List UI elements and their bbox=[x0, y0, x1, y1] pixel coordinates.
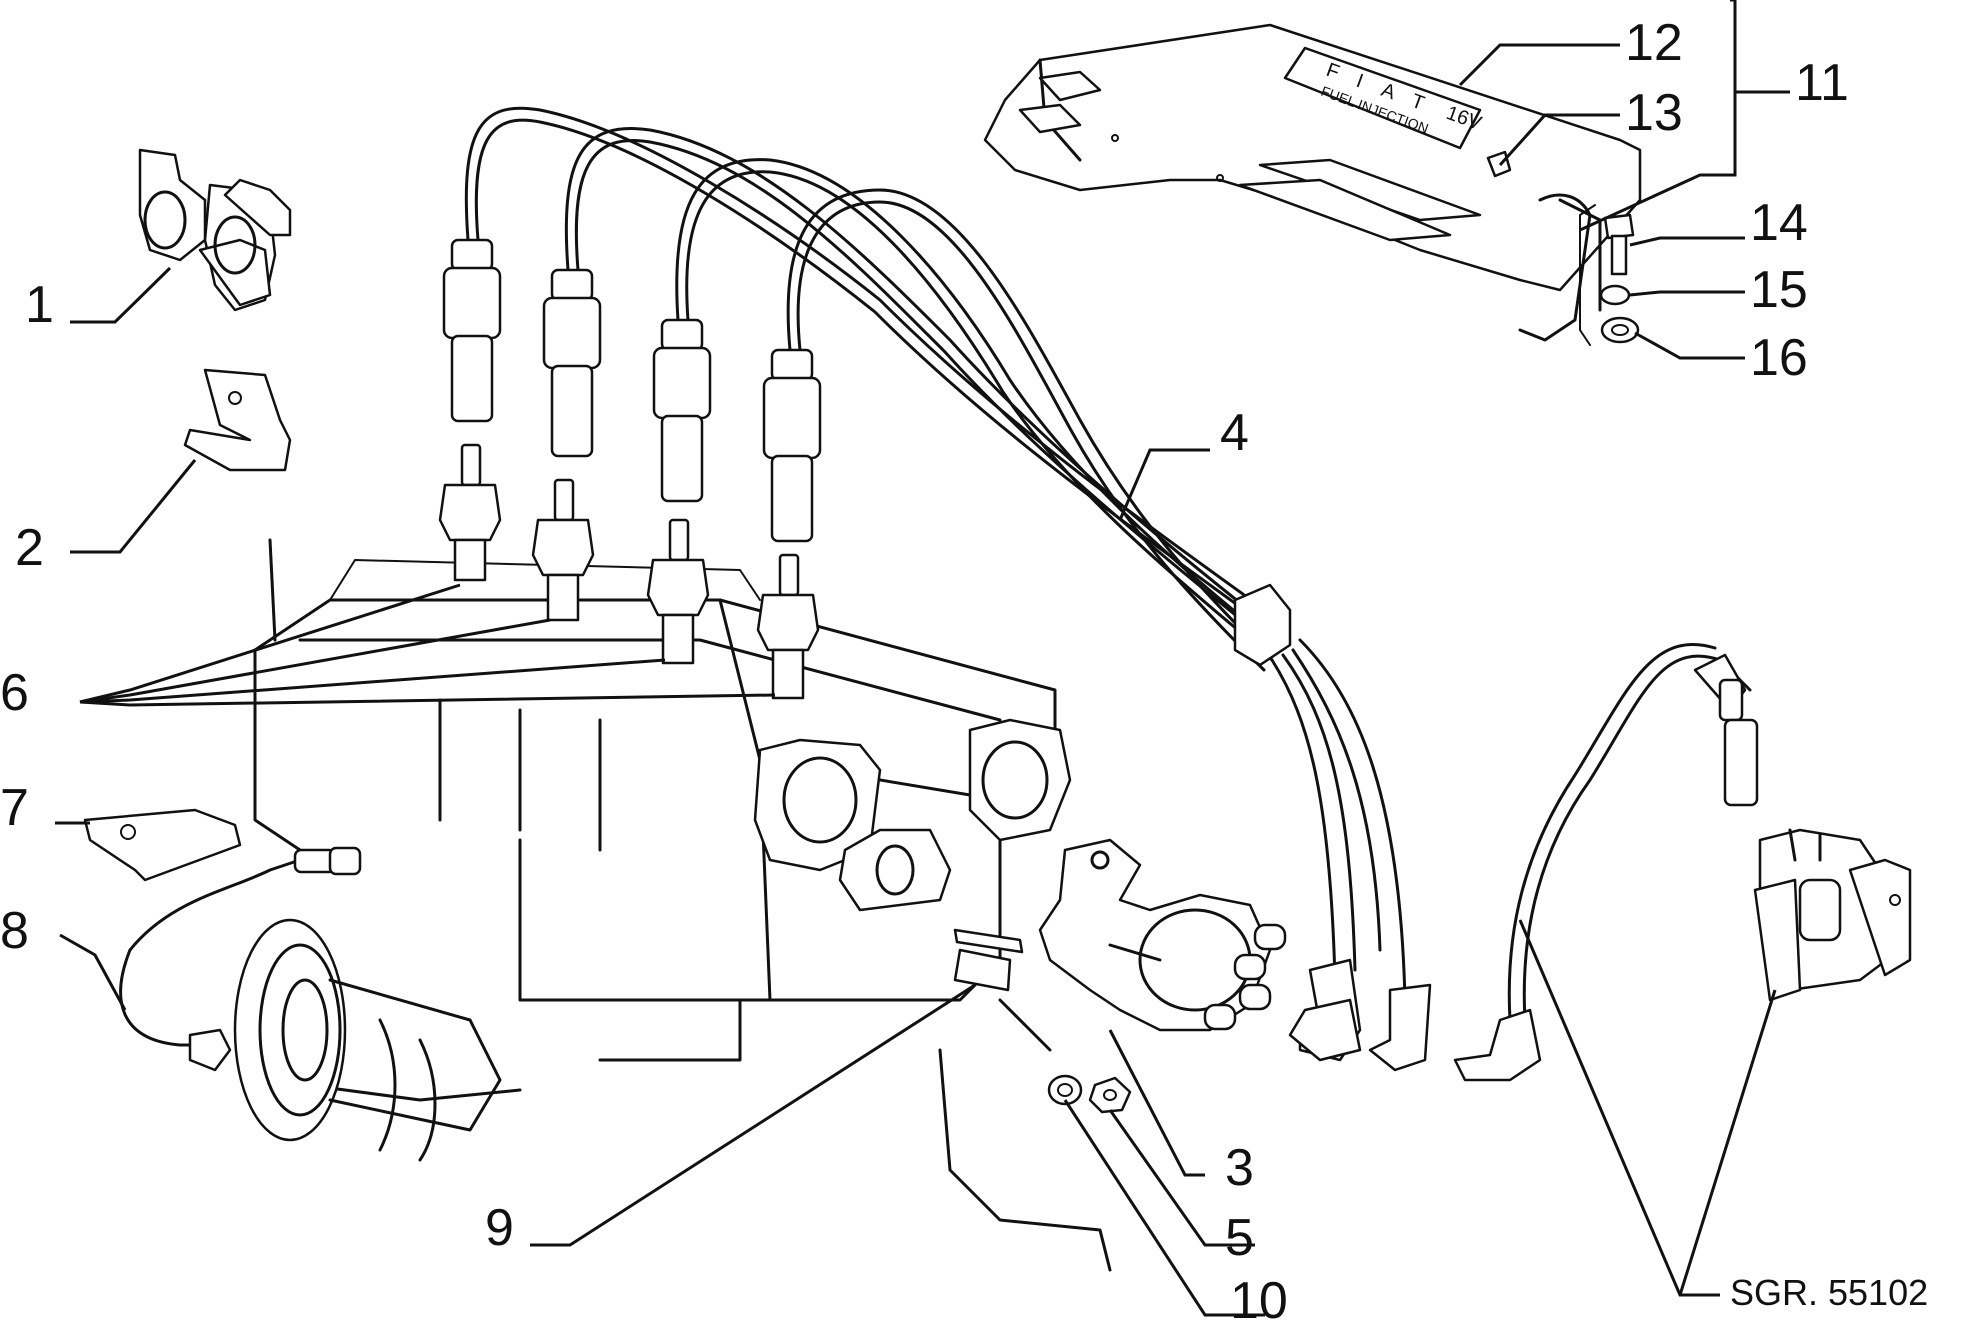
spark-plug-4 bbox=[756, 553, 820, 700]
ignition-coil bbox=[1753, 828, 1912, 1002]
part-15-washer bbox=[1599, 284, 1631, 306]
part-1-cable-clip bbox=[138, 148, 292, 312]
spark-plug-1 bbox=[438, 443, 502, 582]
part-14-bolt bbox=[1603, 213, 1635, 276]
part-9-stud bbox=[953, 928, 1024, 992]
callout-8: 8 bbox=[0, 902, 29, 960]
plug-cap-4 bbox=[762, 348, 822, 543]
callout-4: 4 bbox=[1220, 404, 1249, 462]
spark-plug-2 bbox=[531, 478, 595, 622]
part-2-bracket bbox=[183, 368, 292, 472]
callout-11: 11 bbox=[1795, 54, 1849, 112]
reference-code: SGR. 55102 bbox=[1730, 1272, 1928, 1313]
callout-3: 3 bbox=[1225, 1139, 1254, 1197]
part-5-nut bbox=[1088, 1076, 1132, 1114]
part-16-washer bbox=[1600, 316, 1640, 344]
engine-block bbox=[233, 538, 1112, 1272]
ht-lead bbox=[1453, 642, 1759, 1082]
callout-14: 14 bbox=[1750, 194, 1808, 252]
callout-2: 2 bbox=[15, 519, 44, 577]
part-3-distributor bbox=[1038, 838, 1287, 1032]
part-11-cover bbox=[983, 23, 1642, 342]
part-6-spark-plugs bbox=[438, 443, 820, 700]
callout-9: 9 bbox=[485, 1199, 514, 1257]
plug-cap-3 bbox=[652, 318, 712, 503]
callout-10: 10 bbox=[1230, 1272, 1288, 1322]
callout-12: 12 bbox=[1625, 14, 1683, 72]
plug-cap-1 bbox=[442, 238, 502, 423]
leader-lines bbox=[55, 0, 1790, 1317]
callout-5: 5 bbox=[1225, 1209, 1254, 1267]
callout-15: 15 bbox=[1750, 261, 1808, 319]
callout-numbers: 1 2 3 4 5 6 7 8 9 10 11 12 13 14 15 16 S… bbox=[0, 14, 1928, 1322]
part-8-sensor bbox=[119, 846, 362, 1072]
part-10-washer bbox=[1047, 1074, 1083, 1106]
callout-7: 7 bbox=[0, 779, 29, 837]
spark-plug-3 bbox=[646, 518, 710, 665]
callout-1: 1 bbox=[25, 276, 54, 334]
callout-16: 16 bbox=[1750, 329, 1808, 387]
bracket-14-16 bbox=[1579, 204, 1596, 346]
plug-cap-2 bbox=[542, 268, 602, 458]
callout-13: 13 bbox=[1625, 84, 1683, 142]
part-7-bracket bbox=[83, 808, 242, 882]
callout-6: 6 bbox=[0, 664, 29, 722]
part-4-ignition-leads bbox=[442, 106, 1432, 1072]
